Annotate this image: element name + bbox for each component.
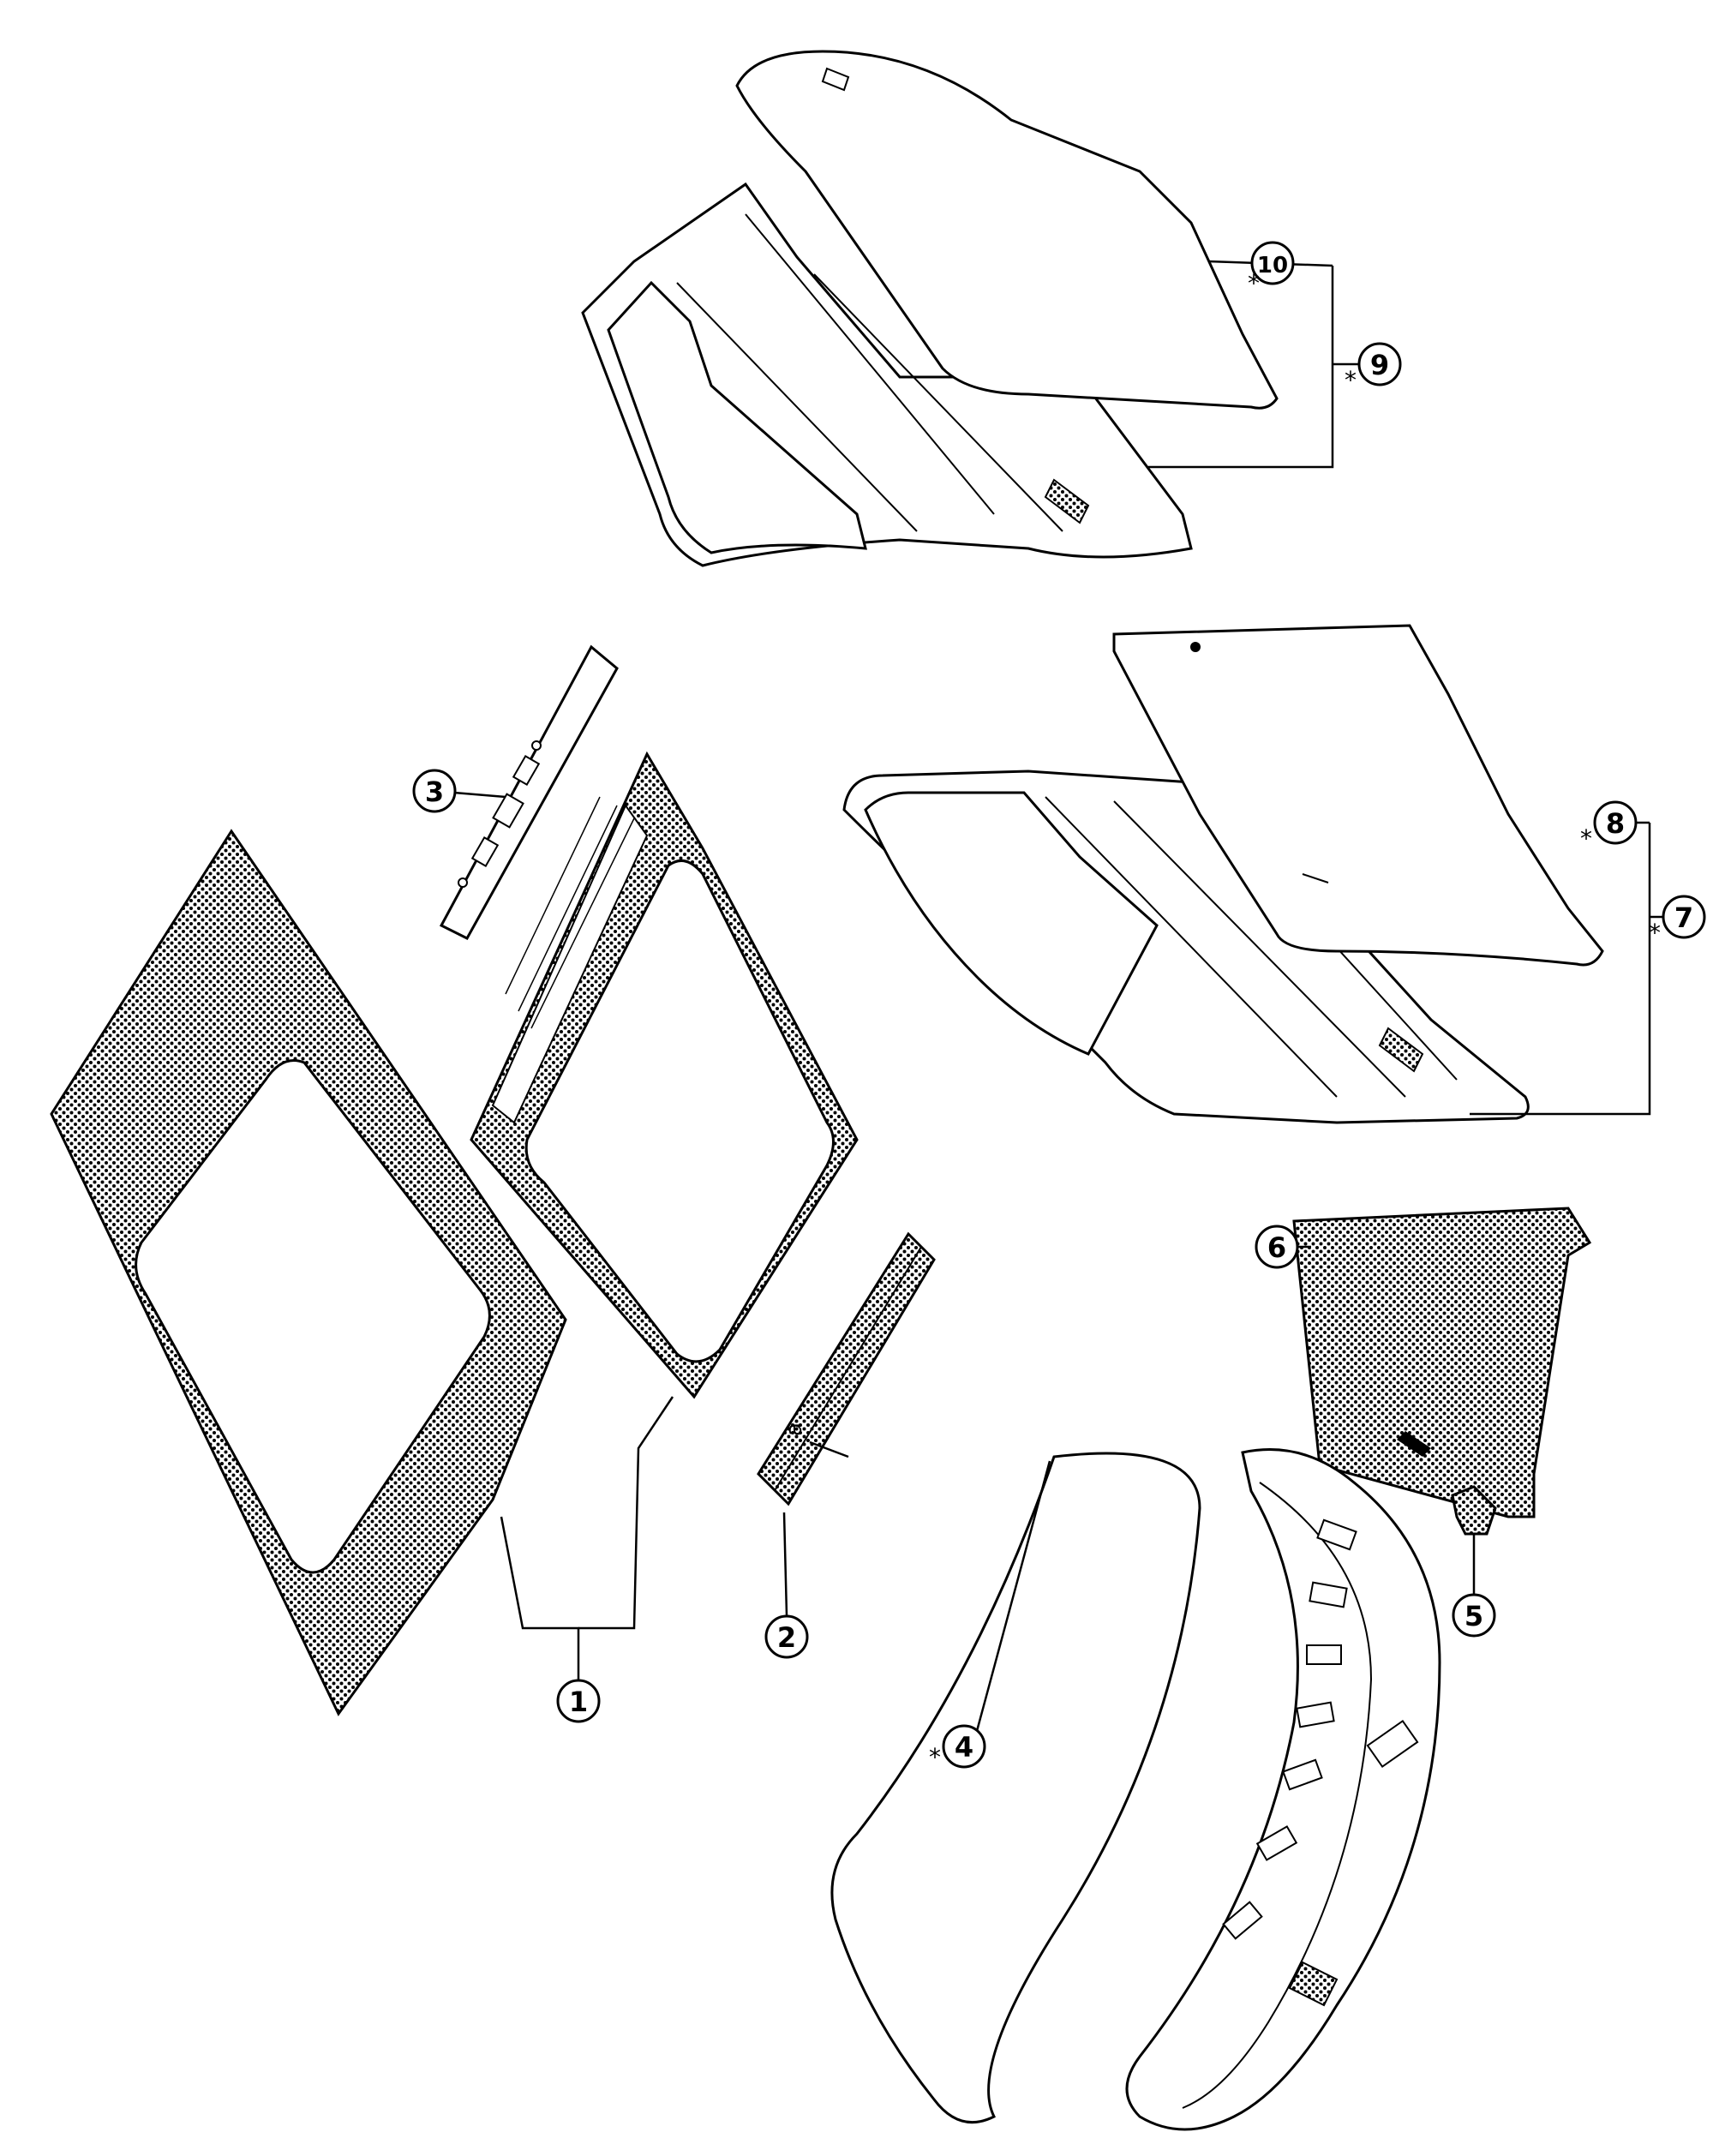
callout-7: * 7 [1649, 895, 1706, 947]
small-bracket [1451, 1485, 1497, 1536]
rear-roof-bow [757, 1231, 936, 1506]
svg-text:7: 7 [1674, 901, 1693, 934]
front-roof-bow [439, 644, 619, 940]
svg-text:1: 1 [569, 1686, 588, 1718]
callout-3: 3 [412, 769, 457, 813]
callout-8: * 8 [1580, 800, 1638, 853]
quarter-inner-panel [1292, 1207, 1592, 1518]
callout-5: 5 [1452, 1593, 1496, 1638]
point-label-a: a [782, 1422, 807, 1436]
svg-text:*: * [929, 1743, 941, 1771]
roof-panel [50, 829, 567, 1716]
leader-lines [453, 260, 1662, 1732]
trunk-lid-outer [830, 1452, 1201, 2124]
callout-1: 1 [556, 1679, 601, 1723]
svg-text:*: * [1649, 919, 1661, 947]
svg-text:5: 5 [1464, 1600, 1483, 1632]
svg-text:a: a [782, 1422, 807, 1436]
svg-text:10: 10 [1257, 253, 1288, 278]
svg-text:3: 3 [425, 776, 444, 808]
door-frame-rear [842, 770, 1530, 1124]
callout-6: 6 [1255, 1225, 1299, 1269]
svg-text:*: * [1345, 366, 1357, 394]
sunroof-frame [470, 751, 859, 1399]
svg-text:4: 4 [955, 1731, 973, 1764]
door-outer-panel-front [735, 50, 1279, 410]
svg-text:*: * [1248, 269, 1260, 297]
svg-text:6: 6 [1267, 1231, 1286, 1264]
callout-10: * 10 [1248, 241, 1295, 297]
trunk-lid-inner [1125, 1448, 1441, 2131]
callout-9: * 9 [1345, 342, 1402, 394]
svg-text:8: 8 [1606, 807, 1625, 840]
callout-2: 2 [764, 1614, 809, 1659]
door-frame-front [581, 182, 1193, 567]
svg-text:*: * [1580, 824, 1592, 853]
svg-text:2: 2 [777, 1621, 796, 1654]
svg-text:9: 9 [1370, 349, 1389, 381]
door-outer-panel-rear [1112, 624, 1604, 967]
callout-4: * 4 [929, 1724, 986, 1771]
